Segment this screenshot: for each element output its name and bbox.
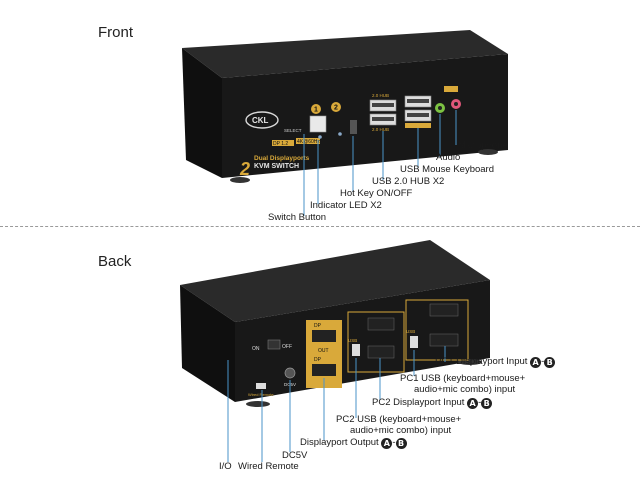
back-section-title: Back <box>98 253 132 270</box>
pc2-input-panel <box>347 311 405 373</box>
pc1-usb-label: USB <box>406 329 415 334</box>
select-label: SELECT <box>284 128 302 133</box>
dp-output-b-label: DP <box>314 357 322 363</box>
dp-badge <box>272 140 294 146</box>
dp-output-callout: Displayport Output A-B <box>300 437 407 449</box>
dp-output-a-port <box>312 330 336 342</box>
model-line-2: KVM SWITCH <box>254 163 299 170</box>
two-port-numeral: 2 <box>239 159 250 179</box>
pc1-dp-b-port <box>429 333 459 347</box>
badge-b: B <box>395 438 407 449</box>
badge-dash: - <box>478 397 482 408</box>
front-section-title: Front <box>98 24 134 41</box>
switch-button[interactable] <box>309 115 327 133</box>
dp-output-out-label: OUT <box>318 348 329 354</box>
hotkey-switch[interactable] <box>350 120 357 134</box>
badge-a: A <box>381 438 393 449</box>
dc-jack <box>284 367 296 379</box>
indicator-led-2 <box>338 132 342 136</box>
front-leader-lines <box>303 110 457 216</box>
pc2-dp-input-callout: PC2 Displayport Input A-B <box>372 397 493 409</box>
res-badge-text: 4K@60Hz <box>297 139 320 145</box>
pc2-dp-a-port <box>367 317 395 331</box>
pc1-input-panel <box>405 299 469 361</box>
usb-hub-label-1: 2.0 HUB <box>372 93 389 98</box>
badge-dash: - <box>392 437 396 448</box>
dc5v-callout: DC5V <box>282 450 308 461</box>
back-leader-lines <box>227 346 446 462</box>
badge-a: A <box>467 398 479 409</box>
section-divider <box>0 226 640 227</box>
ckl-logo <box>245 111 279 129</box>
wired-remote-port-label: Wired Remote <box>248 392 274 397</box>
dp-output-text: Displayport Output <box>300 437 379 448</box>
usb-hub-label-2: 2.0 HUB <box>372 127 389 132</box>
dp-badge-text: DP 1.2 <box>273 141 288 147</box>
indicator-led-1 <box>318 135 322 139</box>
audio-callout: Audio <box>436 152 461 163</box>
pc2-dp-input-text: PC2 Displayport Input <box>372 397 465 408</box>
usb-mouse-keyboard-callout: USB Mouse Keyboard <box>400 164 494 175</box>
wired-remote-callout: Wired Remote <box>238 461 299 472</box>
front-usb-ports <box>369 95 432 128</box>
pc1-dp-a-port <box>429 303 459 317</box>
badge-b: B <box>481 398 493 409</box>
brand-logo-text: CKL <box>252 116 269 125</box>
badge-dash: - <box>541 356 545 367</box>
pc2-usb-line-1: PC2 USB (keyboard+mouse+ <box>336 414 462 425</box>
badge-a: A <box>530 357 542 368</box>
indicator-led-callout: Indicator LED X2 <box>310 200 382 211</box>
res-badge <box>296 138 320 144</box>
dp-output-a-label: DP <box>314 323 322 329</box>
port-1-indicator-circle <box>311 104 321 114</box>
pc1-usb-port <box>410 336 418 348</box>
pc1-dp-input-text: PC1 Displayport Input <box>435 356 528 367</box>
port-1-number: 1 <box>314 107 318 114</box>
port-2-indicator-circle <box>331 102 341 112</box>
pc2-dp-b-port <box>367 345 395 359</box>
dp-output-b-port <box>312 364 336 376</box>
pc2-usb-callout: PC2 USB (keyboard+mouse+ audio+mic combo… <box>336 414 461 436</box>
pc2-usb-label: USB <box>348 338 357 343</box>
wired-remote-port <box>256 383 266 389</box>
pc1-usb-callout: PC1 USB (keyboard+mouse+ audio+mic combo… <box>400 373 525 395</box>
power-on-label: ON <box>252 346 260 352</box>
io-callout: I/O <box>219 461 232 472</box>
usb-hub-callout: USB 2.0 HUB X2 <box>372 176 445 187</box>
hotkey-callout: Hot Key ON/OFF <box>340 188 413 199</box>
model-line-1: Dual Displayports <box>254 155 310 162</box>
power-switch[interactable] <box>267 339 281 350</box>
pc1-usb-line-2: audio+mic combo) input <box>414 384 516 395</box>
badge-b: B <box>544 357 556 368</box>
switch-button-callout: Switch Button <box>268 212 327 223</box>
pc2-usb-line-2: audio+mic combo) input <box>350 425 452 436</box>
power-off-label: OFF <box>282 344 292 350</box>
pc2-usb-port <box>352 344 360 356</box>
port-2-number: 2 <box>334 105 338 112</box>
pc1-dp-input-callout: PC1 Displayport Input A-B <box>435 356 556 368</box>
pc1-usb-line-1: PC1 USB (keyboard+mouse+ <box>400 373 526 384</box>
microphone-callout: Microphone <box>458 140 508 151</box>
